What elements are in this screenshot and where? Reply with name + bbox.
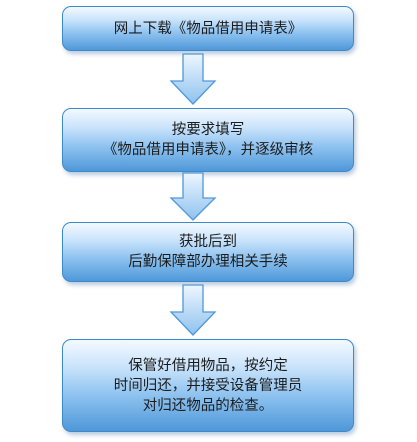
- flow-arrow-down: [167, 53, 219, 106]
- down-arrow-icon: [169, 172, 217, 221]
- flow-step-4-line-2: 时间归还，并接受设备管理员: [113, 377, 303, 394]
- flow-step-3-line-2: 后勤保障部办理相关手续: [128, 254, 288, 270]
- flow-step-4-line-1: 保管好借用物品，按约定: [128, 357, 288, 374]
- flow-step-download-form: 网上下载《物品借用申请表》: [62, 6, 354, 51]
- flow-step-4-line-3: 对归还物品的检查。: [142, 397, 274, 414]
- flow-step-3-line-1: 获批后到: [179, 234, 237, 250]
- flow-arrow-down: [167, 284, 219, 337]
- flow-step-2-line-1: 按要求填写: [171, 122, 245, 138]
- flow-step-1-text: 网上下载《物品借用申请表》: [113, 20, 303, 37]
- flow-step-fill-form: 按要求填写 《物品借用申请表》，并逐级审核: [62, 108, 354, 172]
- down-arrow-icon: [169, 284, 217, 336]
- flow-step-approval: 获批后到 后勤保障部办理相关手续: [62, 222, 354, 282]
- flow-step-return-items: 保管好借用物品，按约定 时间归还，并接受设备管理员 对归还物品的检查。: [62, 339, 354, 432]
- flow-arrow-down: [167, 172, 219, 222]
- down-arrow-icon: [169, 53, 217, 105]
- flow-step-2-line-2: 《物品借用申请表》，并逐级审核: [102, 142, 314, 158]
